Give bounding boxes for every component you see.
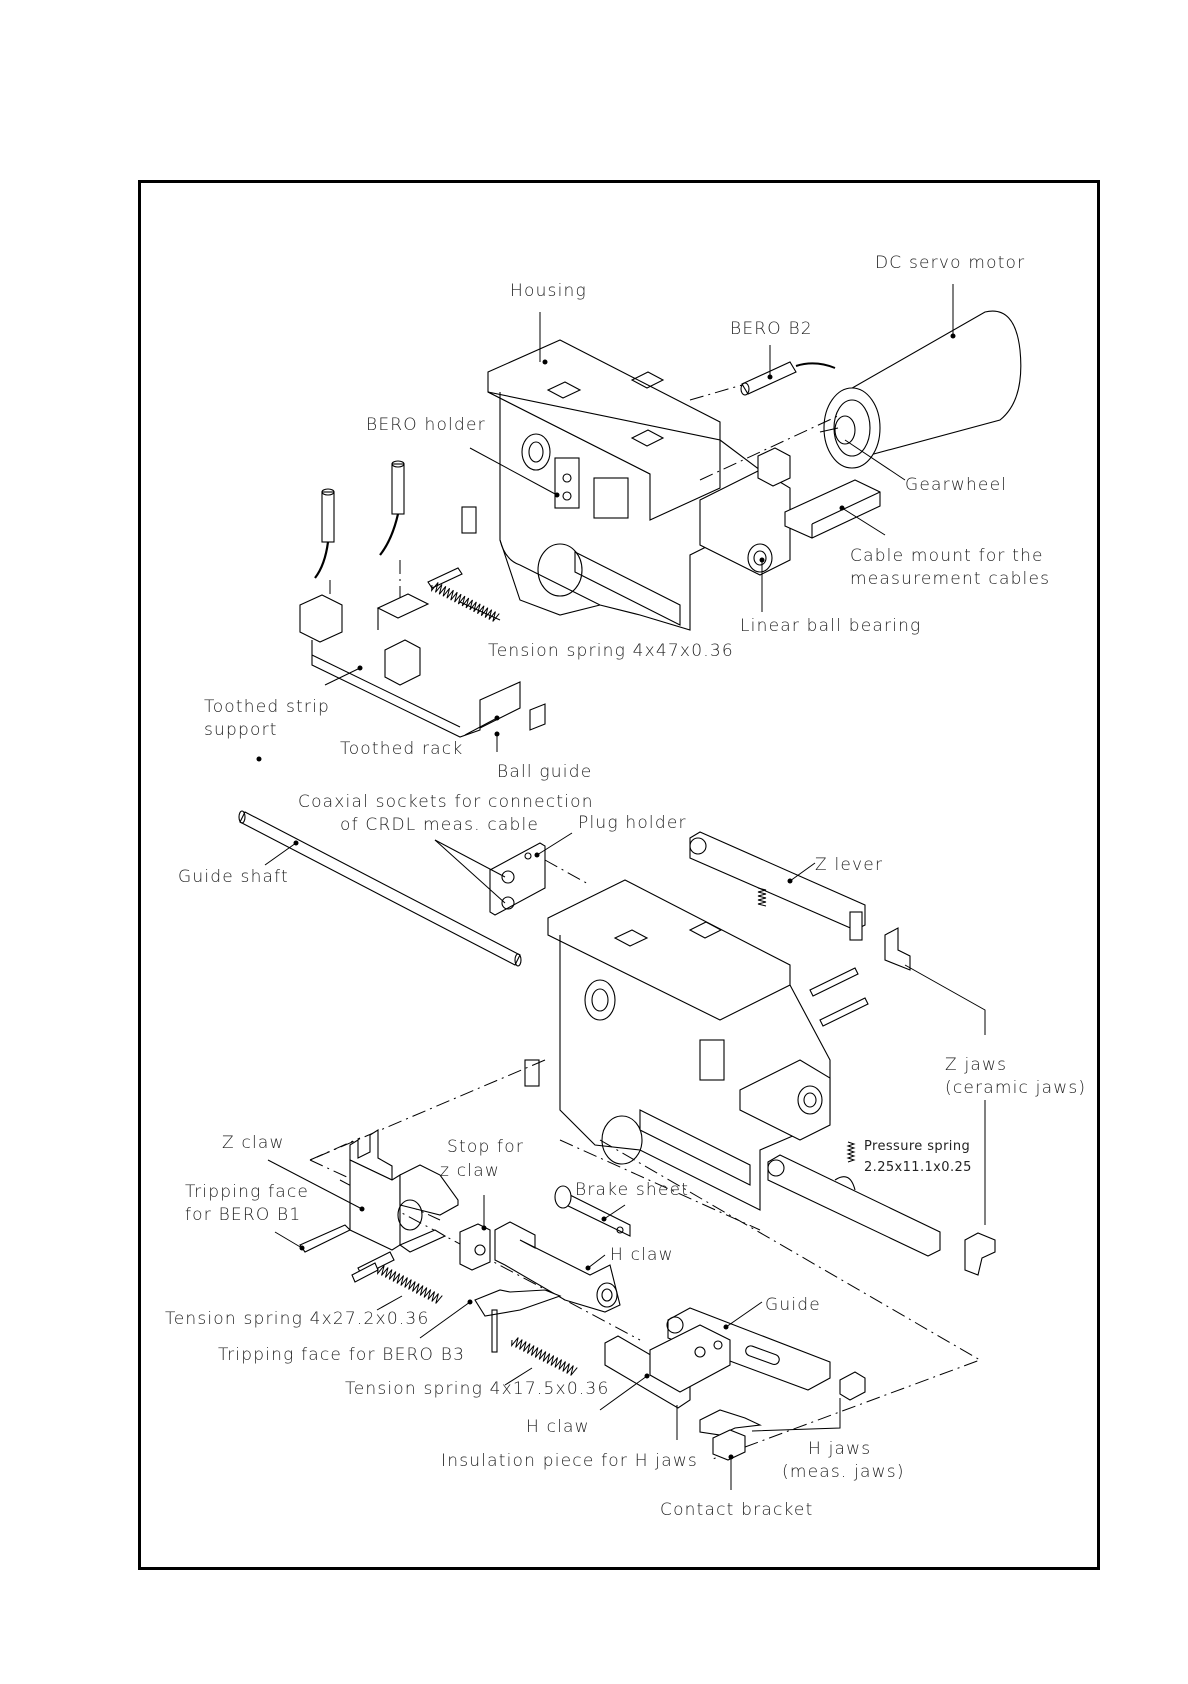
tension-spring-top <box>427 567 500 622</box>
label-stop-1: Stop for <box>447 1137 524 1157</box>
label-bero-b2: BERO B2 <box>730 319 813 339</box>
label-z-claw: Z claw <box>222 1133 285 1153</box>
z-claw-leader <box>267 1159 363 1210</box>
brake-sheet-leader <box>603 1204 626 1220</box>
z-jaws-lower <box>964 1232 996 1276</box>
label-cable-mount-1: Cable mount for the <box>850 546 1044 566</box>
label-z-jaws-1: Z jaws <box>945 1055 1007 1075</box>
z-lever <box>689 831 866 941</box>
guide-shaft-leader <box>264 842 297 866</box>
coaxial-leader-1 <box>434 839 506 878</box>
h-claw-upper <box>494 1221 621 1313</box>
label-dc-servo-motor: DC servo motor <box>875 253 1025 273</box>
tension-spring-27-leader <box>376 1295 403 1311</box>
tension-spring-top-leader <box>459 601 501 621</box>
tripping-face-b3 <box>474 1289 562 1353</box>
label-bero-holder: BERO holder <box>366 415 486 435</box>
label-h-jaws-2: (meas. jaws) <box>782 1462 905 1482</box>
label-tripping-b1-1: Tripping face <box>185 1182 309 1202</box>
h-jaw-right <box>839 1371 866 1401</box>
pressure-spring <box>846 1141 856 1163</box>
label-gearwheel: Gearwheel <box>905 475 1007 495</box>
label-brake-sheet: Brake sheet <box>575 1180 689 1200</box>
label-guide-shaft: Guide shaft <box>178 867 289 887</box>
plug-holder-leader <box>536 832 573 856</box>
label-z-jaws-2: (ceramic jaws) <box>945 1078 1086 1098</box>
guide <box>666 1307 831 1391</box>
tension-spring-17-leader <box>504 1367 533 1386</box>
tension-spring-27 <box>377 1265 443 1304</box>
centerline-lower-left <box>309 1059 546 1161</box>
centerline-bero-b2 <box>689 384 743 401</box>
label-pressure-spring-1: Pressure spring <box>864 1139 970 1154</box>
label-insulation-piece: Insulation piece for H jaws <box>441 1451 698 1471</box>
housing-upper <box>461 339 791 631</box>
label-z-lever: Z lever <box>815 855 883 875</box>
z-jaws-upper <box>884 927 911 971</box>
label-guide: Guide <box>765 1295 821 1315</box>
guide-leader <box>725 1301 763 1328</box>
bero-holder-leader <box>469 447 558 496</box>
label-toothed-strip-1: Toothed strip <box>204 697 330 717</box>
label-tension-spring-27: Tension spring 4x27.2x0.36 <box>165 1309 429 1329</box>
contact-bracket <box>712 1429 746 1461</box>
h-claw-lower-leader <box>599 1375 648 1411</box>
label-coaxial-1: Coaxial sockets for connection <box>298 792 594 812</box>
toothed-strip-leader <box>324 667 361 686</box>
housing-leader-dot <box>542 359 548 365</box>
h-jaws-leader <box>751 1398 841 1432</box>
toothed-strip-support <box>299 593 546 738</box>
centerline-plug <box>544 859 591 886</box>
label-contact-bracket: Contact bracket <box>660 1500 813 1520</box>
bero-b2-sensor <box>740 361 836 396</box>
cable-mount-leader <box>841 507 886 536</box>
tripping-b1-leader <box>274 1231 303 1249</box>
label-tension-spring-17: Tension spring 4x17.5x0.36 <box>345 1379 609 1399</box>
z-lever-leader <box>789 862 816 882</box>
label-housing: Housing <box>510 281 587 301</box>
coaxial-leader-2 <box>434 839 506 904</box>
guide-shaft <box>238 810 522 967</box>
label-tripping-b1-2: for BERO B1 <box>185 1205 301 1225</box>
housing-lower <box>524 879 831 1211</box>
stop-z-claw <box>459 1223 491 1271</box>
dc-servo-motor <box>819 310 1022 469</box>
label-h-jaws-1: H jaws <box>808 1439 871 1459</box>
label-toothed-rack: Toothed rack <box>340 739 463 759</box>
label-stop-2: z claw <box>440 1161 500 1181</box>
pin-1 <box>809 967 859 997</box>
stray-dot <box>256 756 262 762</box>
label-ball-guide: Ball guide <box>497 762 592 782</box>
label-h-claw-upper: H claw <box>610 1245 674 1265</box>
tension-spring-17 <box>511 1337 578 1376</box>
h-claw-lower <box>604 1324 731 1409</box>
label-tension-spring-top: Tension spring 4x47x0.36 <box>488 641 734 661</box>
z-lever-spring <box>757 887 767 907</box>
label-tripping-b3: Tripping face for BERO B3 <box>218 1345 465 1365</box>
label-pressure-spring-2: 2.25x11.1x0.25 <box>864 1160 972 1175</box>
tripping-b3-leader <box>419 1301 471 1339</box>
bero-b2-holder-block <box>757 447 791 487</box>
label-cable-mount-2: measurement cables <box>850 569 1050 589</box>
h-jaw <box>699 1409 762 1436</box>
bero-sensors <box>314 460 405 615</box>
brake-sheet <box>554 1185 631 1237</box>
z-claw <box>299 1129 459 1277</box>
z-jaws-leader-top <box>904 964 986 1035</box>
centerline-lower-mid <box>559 1139 761 1231</box>
gearwheel-leader <box>844 439 906 481</box>
pin-2 <box>819 997 869 1027</box>
label-linear-ball-bearing: Linear ball bearing <box>740 616 921 636</box>
label-h-claw-lower: H claw <box>526 1417 590 1437</box>
z-lever-lower <box>767 1154 941 1257</box>
h-claw-upper-leader <box>587 1254 606 1269</box>
toothed-rack-leader <box>464 717 498 736</box>
drawing-frame <box>138 180 1100 1570</box>
label-coaxial-2: of CRDL meas. cable <box>340 815 539 835</box>
label-plug-holder: Plug holder <box>578 813 687 833</box>
plug-holder <box>489 842 546 916</box>
cable-mount <box>784 479 881 539</box>
label-toothed-strip-2: support <box>204 720 278 740</box>
